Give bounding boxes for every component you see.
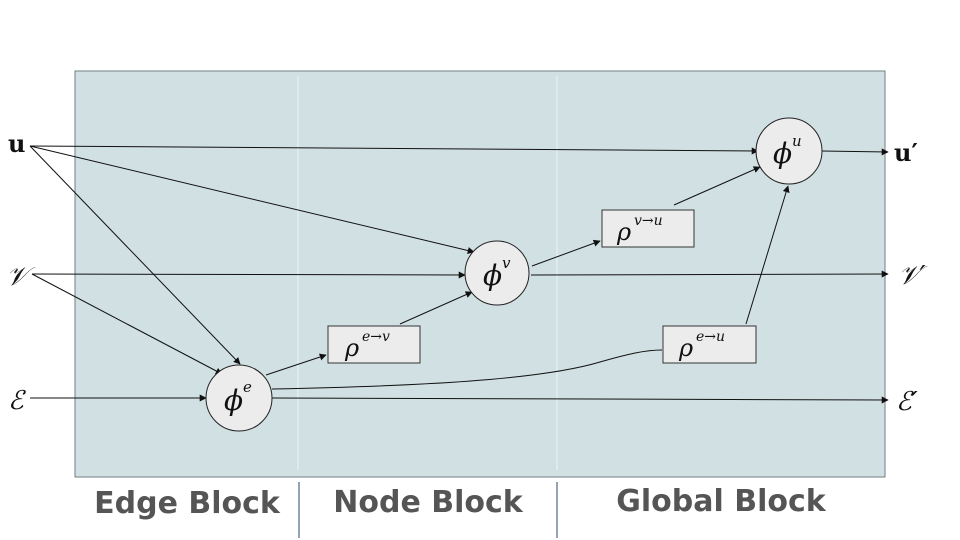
phi-v-symbol: ϕ <box>483 259 502 292</box>
phi-e-superscript: e <box>243 378 252 396</box>
edge-phi-v-to-v-out <box>530 270 889 278</box>
edge-v-to-phi-e <box>31 273 223 375</box>
output-v-label: 𝒱′ <box>898 261 928 291</box>
node-phi-u: ϕ u <box>755 117 823 185</box>
node-phi-e: ϕ e <box>205 364 273 432</box>
rho-ev-superscript: e→v <box>362 329 390 345</box>
rho-vu-symbol: ρ <box>616 218 631 246</box>
box-rho-v-to-u: ρ v→u <box>601 209 695 248</box>
edge-phi-e-to-rho-eu <box>271 349 663 390</box>
box-rho-e-to-u: ρ e→u <box>662 325 757 364</box>
edge-phi-e-to-rho-ev <box>265 353 327 376</box>
edge-phi-e-to-e-out <box>271 396 889 404</box>
box-rho-e-to-v: ρ e→v <box>327 325 421 364</box>
phi-u-superscript: u <box>792 132 802 150</box>
rho-vu-superscript: v→u <box>634 213 663 229</box>
edge-u-to-phi-u <box>29 145 759 155</box>
rho-ev-symbol: ρ <box>344 334 359 362</box>
edge-rho-eu-to-phi-u <box>745 185 790 325</box>
edge-u-to-phi-v <box>29 145 475 254</box>
input-v-label: 𝒱 <box>6 262 36 292</box>
edge-u-to-phi-e <box>29 145 241 365</box>
phi-u-symbol: ϕ <box>773 137 792 170</box>
edge-phi-u-to-u-out <box>821 148 889 156</box>
node-phi-v: ϕ v <box>464 240 530 306</box>
edge-rho-vu-to-phi-u <box>673 166 761 206</box>
edge-v-to-phi-v <box>31 271 466 279</box>
edge-block-label: Edge Block <box>94 486 281 521</box>
input-u-label: u <box>8 129 25 158</box>
node-block-label: Node Block <box>333 485 524 520</box>
global-block-label: Global Block <box>616 484 827 519</box>
output-u-label: u′ <box>894 138 918 167</box>
phi-e-symbol: ϕ <box>224 384 243 417</box>
edge-rho-ev-to-phi-v <box>399 291 473 325</box>
input-e-label: ℰ <box>8 386 26 416</box>
output-e-label: ℰ′ <box>896 387 918 417</box>
phi-v-superscript: v <box>502 254 511 272</box>
rho-eu-symbol: ρ <box>678 334 693 362</box>
rho-eu-superscript: e→u <box>696 329 725 345</box>
edge-phi-v-to-rho-vu <box>531 239 601 267</box>
